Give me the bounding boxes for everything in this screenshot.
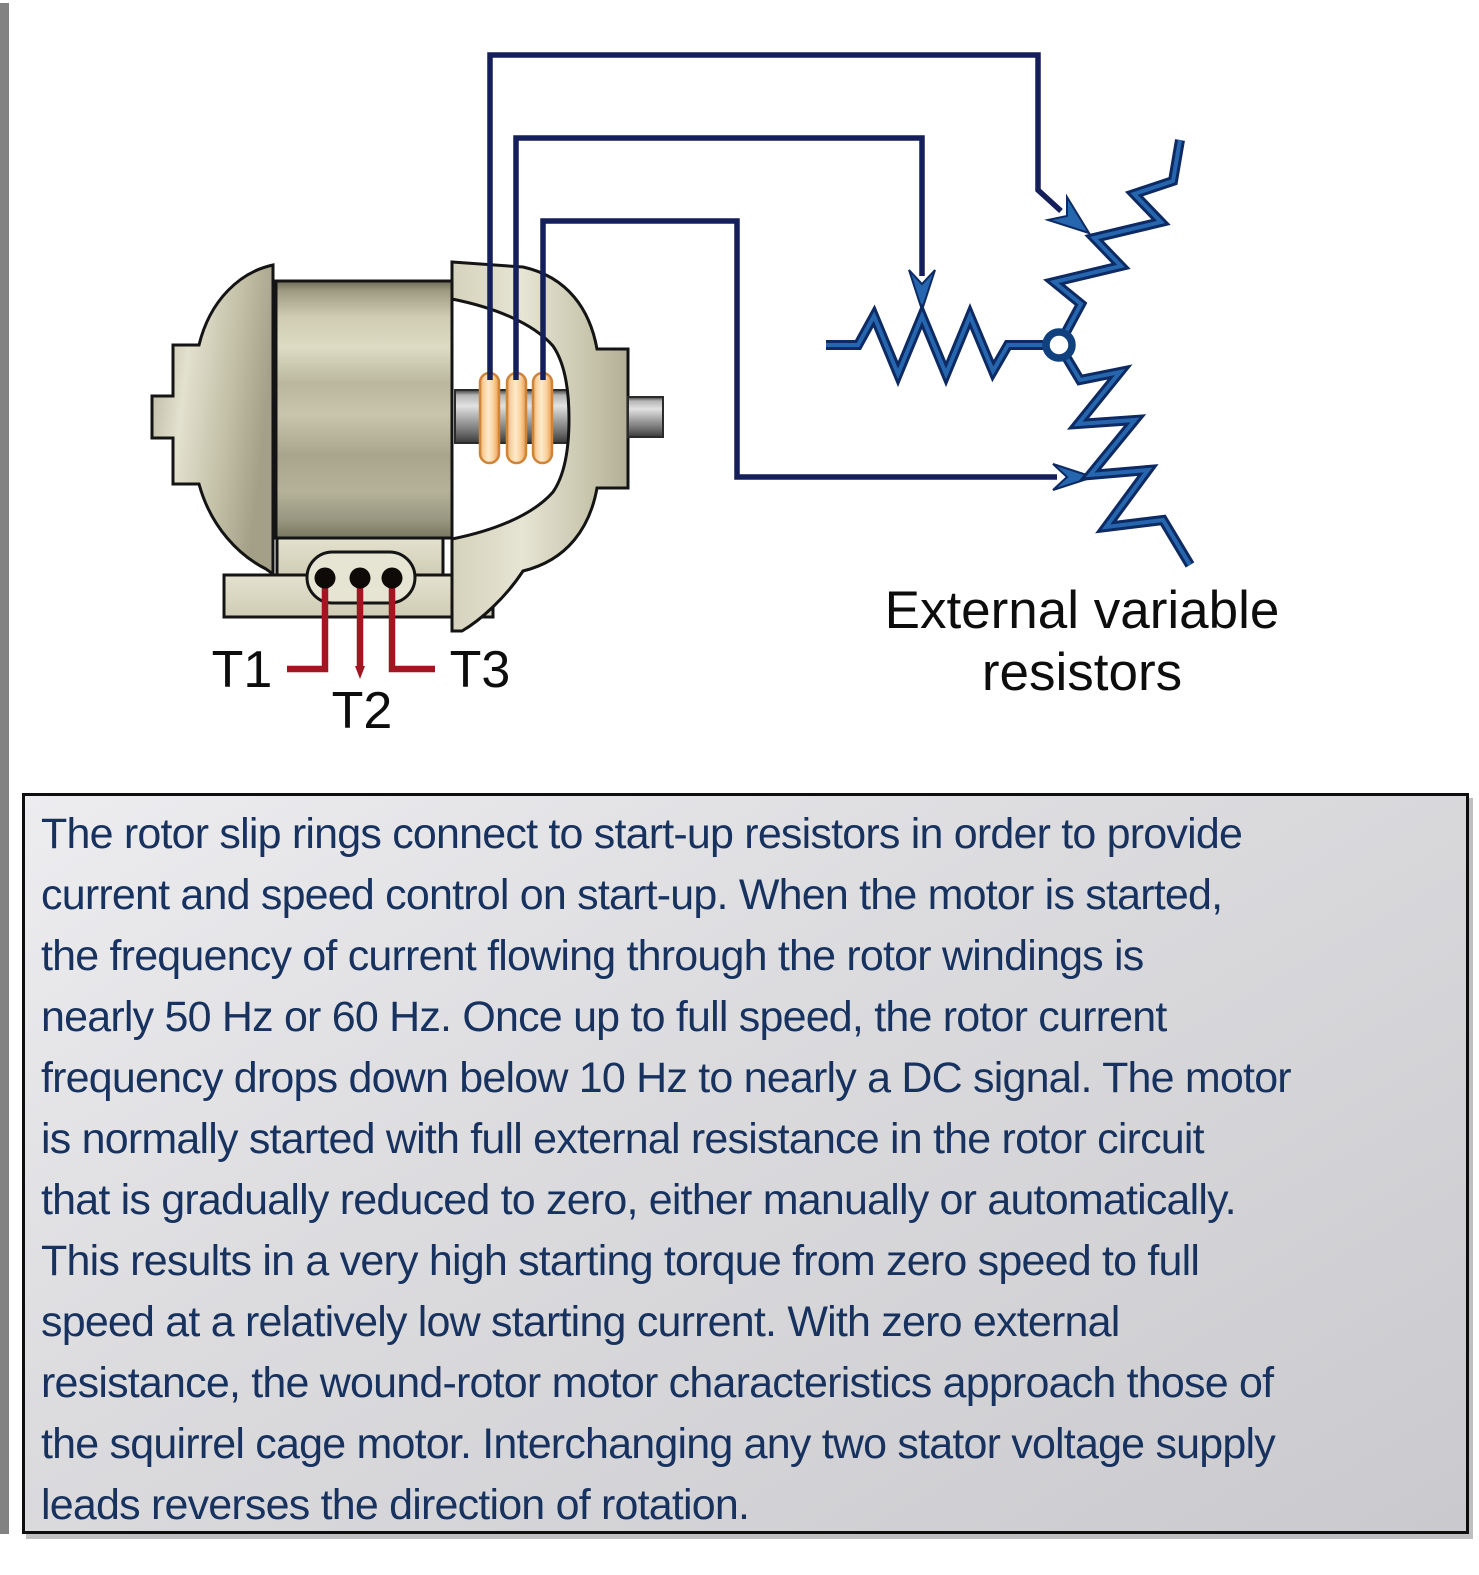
- caption-line: the squirrel cage motor. Interchanging a…: [41, 1420, 1276, 1468]
- resistors-core: [826, 139, 1192, 567]
- left-border-strip: [0, 3, 9, 1534]
- resistors-outline: [826, 139, 1195, 568]
- wiper-arrow-left: [908, 269, 936, 314]
- caption-line: that is gradually reduced to zero, eithe…: [41, 1176, 1237, 1224]
- caption-line: The rotor slip rings connect to start-up…: [41, 810, 1243, 858]
- motor-front-dome: [150, 263, 275, 577]
- resistor-upper-outline: [1042, 139, 1185, 348]
- motor-body: [150, 263, 495, 619]
- rotor-wire-2: [513, 135, 925, 380]
- caption-line: the frequency of current flowing through…: [41, 932, 1144, 980]
- slip-ring-3: [531, 371, 554, 465]
- terminal-label-t3: T3: [450, 641, 511, 699]
- rotor-wire-3: [540, 218, 1057, 480]
- slip-rings: [478, 371, 554, 465]
- stator-lead-t2-tip: [355, 666, 365, 679]
- caption-line: nearly 50 Hz or 60 Hz. Once up to full s…: [41, 993, 1167, 1041]
- rotor-wire-1: [487, 52, 1063, 380]
- motor-circuit-diagram: T1 T2 T3 External variable resistors: [150, 52, 1280, 740]
- wiper-arrow-lower: [1052, 463, 1097, 491]
- motor-stator-cylinder: [274, 279, 454, 540]
- terminal-label-t1: T1: [212, 641, 273, 699]
- wiper-arrows: [908, 193, 1097, 491]
- stator-lead-t1: [287, 582, 329, 673]
- caption-line: speed at a relatively low starting curre…: [41, 1298, 1120, 1346]
- caption-line: current and speed control on start-up. W…: [41, 871, 1223, 919]
- resistor-left: [826, 310, 1046, 380]
- stator-lead-t3: [388, 582, 435, 673]
- motor-shaft-stub: [627, 396, 664, 438]
- star-node: [1042, 328, 1076, 362]
- caption-line: This results in a very high starting tor…: [41, 1237, 1200, 1285]
- slip-ring-2: [505, 371, 528, 465]
- resistor-lower: [1057, 343, 1192, 567]
- caption-line: resistance, the wound-rotor motor charac…: [41, 1359, 1274, 1407]
- wiper-arrow-upper: [1044, 193, 1092, 235]
- terminal-dots: [314, 567, 403, 589]
- terminal-dot-t2: [349, 567, 371, 589]
- caption-box: The rotor slip rings connect to start-up…: [22, 793, 1469, 1534]
- motor-rear-end-bell: [450, 260, 630, 633]
- caption-line: frequency drops down below 10 Hz to near…: [41, 1054, 1292, 1102]
- rotor-wires: [487, 52, 1063, 480]
- terminal-dot-t1: [314, 567, 336, 589]
- terminal-dot-t3: [381, 567, 403, 589]
- caption-line: is normally started with full external r…: [41, 1115, 1205, 1163]
- caption-line: leads reverses the direction of rotation…: [41, 1481, 750, 1529]
- stator-leads: [287, 582, 435, 673]
- resistor-label-line2: resistors: [982, 643, 1182, 702]
- resistor-upper: [1049, 139, 1182, 346]
- slip-ring-1: [478, 371, 501, 465]
- resistor-label-line1: External variable: [885, 581, 1280, 640]
- terminal-label-t2: T2: [332, 682, 393, 740]
